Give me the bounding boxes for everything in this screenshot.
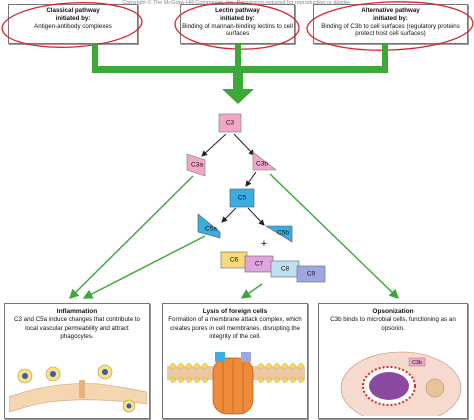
c3-box <box>218 113 242 133</box>
microbe <box>369 372 409 400</box>
alternative-pathway-desc: Binding of C3b to cell surfaces (regulat… <box>321 22 460 38</box>
lectin-pathway-box: Lectin pathway initiated by: Binding of … <box>180 4 295 44</box>
opsonization-illustration: C3b <box>340 351 462 416</box>
c5a-shape <box>197 213 221 239</box>
phagocyte-4-nucleus <box>126 403 132 409</box>
c9-box <box>296 265 326 283</box>
c3-to-c3a-arrow <box>201 133 227 157</box>
mac-c5b-part <box>215 352 225 362</box>
inflammation-desc: C3 and C5a induce changes that contribut… <box>14 316 140 340</box>
c3-label: C3 <box>226 120 235 127</box>
c5-box <box>229 188 255 208</box>
c6-label: C6 <box>230 257 239 264</box>
lysis-box: Lysis of foreign cells Formation of a me… <box>162 303 308 419</box>
alternative-pathway-title: Alternative pathway <box>361 7 420 14</box>
alternative-oval <box>306 1 474 51</box>
c3b-label: C3b <box>256 161 268 168</box>
mac-c8-part <box>241 352 251 362</box>
c5b-shape <box>264 225 293 243</box>
classical-pathway-box: Classical pathway initiated by: Antigen-… <box>8 4 138 44</box>
inflammation-box: Inflammation C3 and C5a induce changes t… <box>4 303 150 419</box>
c3b-shape <box>252 151 277 171</box>
lysis-illustration <box>167 352 305 415</box>
lectin-pathway-subtitle: initiated by: <box>220 14 255 22</box>
main-arrow-shaft <box>233 73 243 91</box>
plus-sign: + <box>261 238 267 250</box>
lectin-pathway-title: Lectin pathway <box>215 7 260 14</box>
classical-oval <box>1 2 143 48</box>
c3b-tag-box <box>408 357 426 367</box>
phagocyte-2-nucleus <box>50 371 56 377</box>
c3b-tag-label: C3b <box>412 360 422 366</box>
c3b-to-c5-arrow <box>245 171 257 187</box>
opsonization-box: Opsonization C3b binds to microbial cell… <box>318 303 468 419</box>
c3a-label: C3a <box>191 162 203 169</box>
c9-label: C9 <box>307 271 316 278</box>
c5b-label: C5b <box>277 230 289 237</box>
alternative-pathway-box: Alternative pathway initiated by: Bindin… <box>313 4 468 44</box>
alternative-connector <box>382 44 388 66</box>
membrane-heads <box>170 363 304 383</box>
converging-bar <box>92 66 388 73</box>
c3a-shape <box>186 153 206 177</box>
lectin-pathway-desc: Binding of mannan-binding lectins to cel… <box>182 22 293 38</box>
classical-pathway-subtitle: initiated by: <box>55 14 91 22</box>
c5-to-c5b-arrow <box>247 207 265 226</box>
c5-label: C5 <box>238 195 247 202</box>
c5a-to-inflammation-arrow <box>82 235 206 299</box>
phagocyte-nucleus <box>425 378 445 398</box>
mac-to-lysis-arrow <box>240 283 263 299</box>
classical-connector <box>92 44 98 66</box>
blood-vessel <box>9 383 147 413</box>
classical-pathway-desc: Antigen-antibody complexes <box>34 22 112 30</box>
lysis-desc: Formation of a membrane attack complex, … <box>168 316 302 340</box>
c8-label: C8 <box>281 266 290 273</box>
inflammation-title: Inflammation <box>56 308 98 315</box>
classical-pathway-title: Classical pathway <box>46 7 100 14</box>
c5a-label: C5a <box>205 226 217 233</box>
opsonization-desc: C3b binds to microbial cells, functionin… <box>330 316 456 332</box>
phagocyte-3-nucleus <box>102 369 108 375</box>
lectin-connector <box>235 44 241 66</box>
c5-to-c5a-arrow <box>221 207 237 223</box>
alternative-pathway-subtitle: initiated by: <box>373 14 408 22</box>
lysis-title: Lysis of foreign cells <box>202 308 268 315</box>
c3-to-c3b-arrow <box>233 133 255 156</box>
inflammation-illustration <box>9 364 147 413</box>
opsonization-title: Opsonization <box>372 308 414 315</box>
c3b-to-opsonization-arrow <box>269 173 400 299</box>
main-arrow-head <box>222 89 254 104</box>
c7-label: C7 <box>255 261 264 268</box>
c3a-to-inflammation-arrow <box>69 175 194 299</box>
phagocyte-1-nucleus <box>22 373 28 379</box>
endothelial-gap <box>79 380 85 398</box>
